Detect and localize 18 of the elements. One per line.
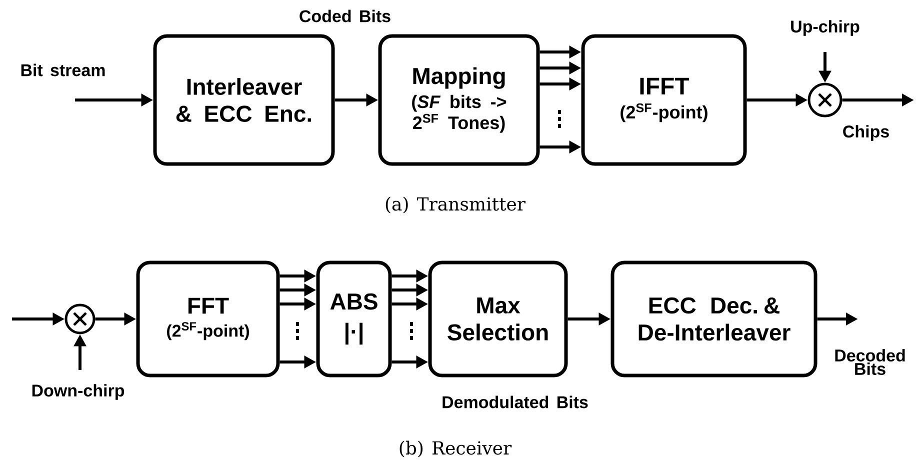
process-box: Interleaver & ECC Enc. — [153, 34, 335, 166]
edge-label: Coded Bits — [298, 8, 392, 24]
process-box: ECC Dec. & De-Interleaver — [610, 260, 818, 378]
process-box: Max Selection — [428, 260, 568, 378]
process-box: FFT (2$^{SF}$-point) — [136, 260, 280, 378]
edge-label: Up-chirp — [789, 19, 861, 37]
caption: (b) Receiver — [400, 440, 512, 458]
edge-label: Bit stream — [19, 62, 107, 78]
process-box: IFFT (2$^{SF}$-point) — [581, 34, 747, 166]
multiplier-circle — [808, 82, 842, 118]
edge-label: Demodulated Bits — [440, 394, 590, 410]
multiplier-circle — [64, 304, 96, 334]
process-box: ABS |·| — [316, 260, 392, 378]
edge-label: Chips — [841, 124, 891, 142]
caption: (a) Transmitter — [386, 196, 526, 214]
process-box: Mapping (SF bits -> 2$^{SF}$ Tones) — [378, 34, 540, 166]
edge-label: Down-chirp — [30, 383, 126, 401]
edge-label: Decoded Bits — [829, 348, 911, 376]
